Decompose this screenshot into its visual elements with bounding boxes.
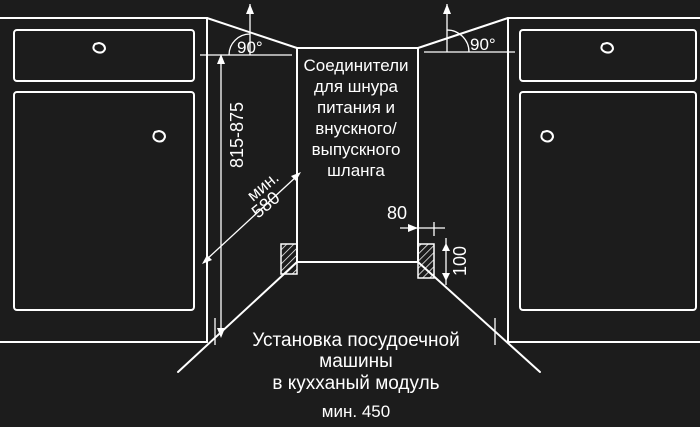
left-door-handle xyxy=(152,130,166,143)
depth-arrow-end xyxy=(291,172,301,181)
right-angle-top-arrow xyxy=(443,4,451,14)
left-angle-top-arrow xyxy=(246,4,254,14)
title-line-2: машины xyxy=(319,351,393,372)
connectors-line-5: выпускного xyxy=(312,140,401,159)
gap-100-arrow-top xyxy=(442,243,450,251)
right-cabinet xyxy=(507,17,700,343)
right-angle-arc xyxy=(446,29,470,53)
left-angle-arc xyxy=(228,33,251,56)
connectors-line-2: для шнура xyxy=(314,77,399,96)
left-door-front xyxy=(13,91,195,311)
left-drawer-handle xyxy=(92,42,106,54)
dimension-lines xyxy=(200,4,515,345)
right-hatched-block xyxy=(417,243,435,279)
niche-floor-left-edge xyxy=(177,261,298,373)
niche xyxy=(177,17,541,373)
niche-top-right-edge xyxy=(417,17,509,49)
left-hatched-block xyxy=(280,243,298,275)
height-arrow-bottom xyxy=(217,328,225,338)
angle-right-label: 90° xyxy=(470,35,496,54)
angle-left-label: 90° xyxy=(237,38,263,57)
right-door-front xyxy=(519,91,697,311)
right-drawer-handle xyxy=(600,42,614,54)
labels: Соединители для шнура питания и внускног… xyxy=(227,35,496,421)
niche-top-left-edge xyxy=(206,17,298,49)
connectors-line-1: Соединители xyxy=(303,56,408,75)
niche-floor-right-edge xyxy=(417,261,541,373)
min-width-label: мин. 450 xyxy=(322,402,390,421)
gap-100-arrow-bottom xyxy=(442,273,450,281)
right-drawer-front xyxy=(519,29,697,82)
connectors-line-3: питания и xyxy=(317,98,395,117)
connectors-line-6: шланга xyxy=(327,161,385,180)
title-line-3: в кухханый модуль xyxy=(272,373,439,394)
gap-80-arrow xyxy=(408,224,418,232)
height-arrow-top xyxy=(217,54,225,64)
connectors-line-4: внускного/ xyxy=(315,119,397,138)
depth-dimension-line xyxy=(205,175,298,261)
gap-80-label: 80 xyxy=(387,203,407,223)
depth-arrow-start xyxy=(202,255,212,264)
right-door-handle xyxy=(540,130,554,143)
height-range-label: 815-875 xyxy=(227,102,247,168)
left-drawer-front xyxy=(13,29,195,82)
title-line-1: Установка посудоечной xyxy=(252,330,459,351)
left-cabinet xyxy=(0,17,208,343)
gap-100-label: 100 xyxy=(450,246,470,276)
